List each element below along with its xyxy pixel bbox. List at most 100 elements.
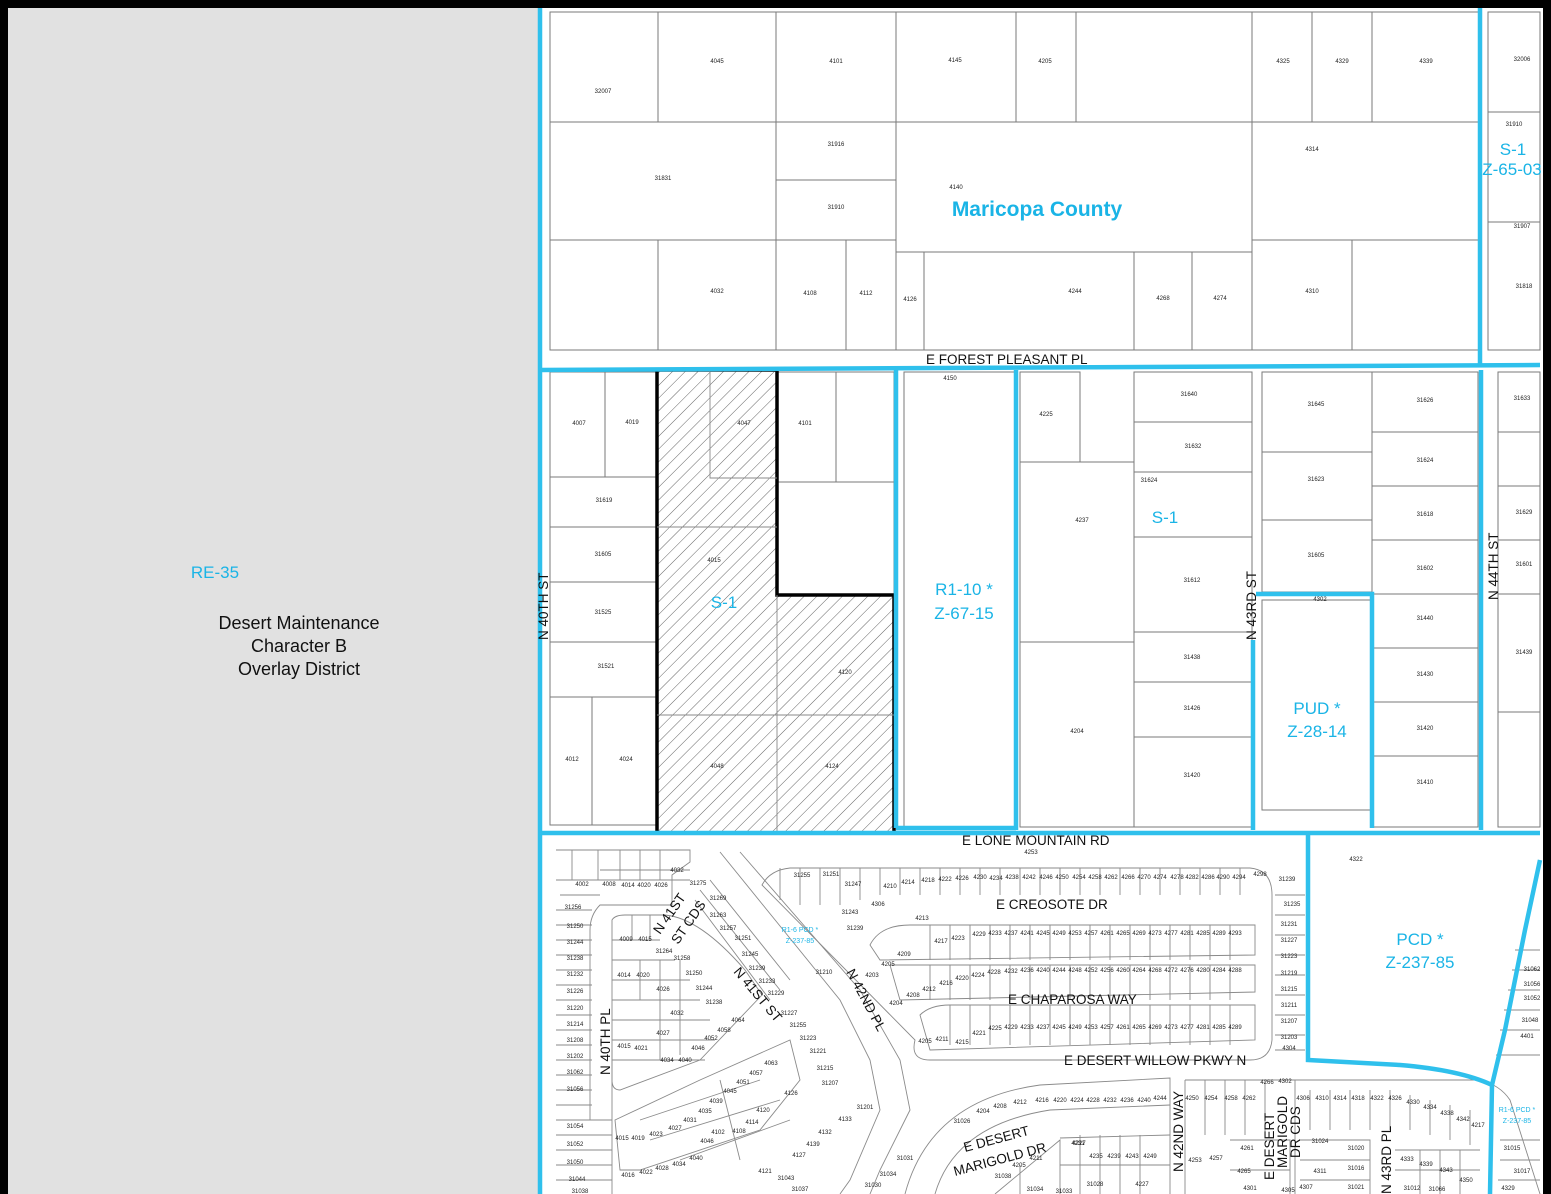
svg-text:31062: 31062: [1524, 967, 1541, 973]
r16-a-case-label: Z-237-85: [786, 938, 815, 945]
svg-text:4040: 4040: [678, 1058, 692, 1064]
svg-text:31629: 31629: [1516, 510, 1533, 516]
svg-text:4204: 4204: [976, 1109, 990, 1115]
svg-text:4285: 4285: [1212, 1025, 1226, 1031]
svg-text:4228: 4228: [987, 970, 1001, 976]
svg-text:31227: 31227: [1281, 938, 1298, 944]
svg-text:4304: 4304: [1282, 1046, 1296, 1052]
svg-text:4277: 4277: [1180, 1025, 1194, 1031]
svg-text:4260: 4260: [1116, 968, 1130, 974]
svg-text:31233: 31233: [759, 979, 776, 985]
svg-text:4270: 4270: [1137, 875, 1151, 881]
svg-text:31227: 31227: [781, 1011, 798, 1017]
svg-text:4205: 4205: [1012, 1163, 1026, 1169]
svg-text:4045: 4045: [710, 59, 724, 65]
svg-text:31624: 31624: [1141, 478, 1158, 484]
svg-text:31202: 31202: [567, 1054, 584, 1060]
svg-text:31602: 31602: [1417, 566, 1434, 572]
street-marigold-cds-line3: DR CDS: [1288, 1106, 1303, 1158]
svg-text:4240: 4240: [1137, 1098, 1151, 1104]
street-n43rd-st: N 43RD ST: [1244, 571, 1259, 640]
svg-text:4234: 4234: [989, 876, 1003, 882]
svg-text:4035: 4035: [698, 1109, 712, 1115]
street-chaparosa: E CHAPAROSA WAY: [1008, 992, 1137, 1007]
svg-text:31605: 31605: [595, 552, 612, 558]
svg-text:4112: 4112: [860, 291, 874, 297]
svg-text:31215: 31215: [817, 1066, 834, 1072]
svg-text:31420: 31420: [1417, 726, 1434, 732]
svg-text:31605: 31605: [1308, 553, 1325, 559]
svg-text:4027: 4027: [656, 1031, 670, 1037]
svg-text:31618: 31618: [1417, 512, 1434, 518]
svg-text:4007: 4007: [572, 421, 586, 427]
svg-text:4342: 4342: [1456, 1117, 1470, 1123]
svg-text:4244: 4244: [1153, 1096, 1167, 1102]
svg-text:4150: 4150: [943, 376, 957, 382]
svg-text:4046: 4046: [691, 1046, 705, 1052]
svg-text:4063: 4063: [764, 1061, 778, 1067]
svg-text:4015: 4015: [707, 558, 721, 564]
svg-text:4225: 4225: [988, 1026, 1002, 1032]
svg-text:4310: 4310: [1305, 289, 1319, 295]
svg-text:4205: 4205: [1038, 59, 1052, 65]
street-n44th-st: N 44TH ST: [1486, 532, 1501, 600]
north-parcel-numbers: 32007 4045 4101 4145 4205 4325 4329 4339…: [595, 57, 1533, 303]
svg-text:4230: 4230: [973, 875, 987, 881]
svg-text:31640: 31640: [1181, 392, 1198, 398]
svg-text:4101: 4101: [829, 59, 843, 65]
svg-text:31056: 31056: [1524, 982, 1541, 988]
svg-text:31264: 31264: [656, 949, 673, 955]
svg-text:4301: 4301: [1243, 1186, 1257, 1192]
svg-text:31056: 31056: [567, 1087, 584, 1093]
svg-text:4294: 4294: [1232, 875, 1246, 881]
svg-text:4140: 4140: [949, 185, 963, 191]
svg-text:31239: 31239: [847, 926, 864, 932]
svg-text:4243: 4243: [1125, 1154, 1139, 1160]
svg-text:32006: 32006: [1514, 57, 1531, 63]
r1-zone-label: R1-10 *: [935, 580, 993, 599]
svg-text:4227: 4227: [1135, 1182, 1149, 1188]
svg-text:4024: 4024: [619, 757, 633, 763]
svg-text:4019: 4019: [631, 1136, 645, 1142]
svg-text:31258: 31258: [674, 956, 691, 962]
svg-text:4048: 4048: [710, 764, 724, 770]
svg-text:31440: 31440: [1417, 616, 1434, 622]
svg-text:31255: 31255: [790, 1023, 807, 1029]
svg-text:4261: 4261: [1116, 1025, 1130, 1031]
svg-text:4229: 4229: [972, 932, 986, 938]
middle-parcel-numbers: 4150 4007 4019 4047 4101 4225 31640 3164…: [565, 376, 1533, 863]
svg-text:31831: 31831: [655, 176, 672, 182]
svg-text:4214: 4214: [901, 880, 915, 886]
svg-text:4124: 4124: [825, 764, 839, 770]
svg-text:31017: 31017: [1514, 1169, 1531, 1175]
svg-text:4314: 4314: [1305, 147, 1319, 153]
svg-text:4252: 4252: [1084, 968, 1098, 974]
svg-text:4145: 4145: [948, 58, 962, 64]
svg-text:4237: 4237: [1075, 518, 1089, 524]
r1-case-label: Z-67-15: [934, 604, 994, 623]
svg-text:4289: 4289: [1212, 931, 1226, 937]
svg-text:4132: 4132: [818, 1130, 832, 1136]
svg-text:4014: 4014: [617, 973, 631, 979]
svg-text:4278: 4278: [1170, 875, 1184, 881]
street-marigold-cds-line2: MARIGOLD: [1275, 1096, 1290, 1168]
svg-text:4139: 4139: [806, 1142, 820, 1148]
svg-text:4014: 4014: [621, 883, 635, 889]
svg-text:4221: 4221: [972, 1031, 986, 1037]
svg-text:4272: 4272: [1164, 968, 1178, 974]
svg-text:4339: 4339: [1419, 59, 1433, 65]
street-n40th-pl: N 40TH PL: [598, 1008, 613, 1075]
svg-text:31223: 31223: [800, 1036, 817, 1042]
svg-text:4253: 4253: [1188, 1158, 1202, 1164]
street-forest-pleasant: E FOREST PLEASANT PL: [926, 352, 1088, 367]
svg-text:4027: 4027: [668, 1126, 682, 1132]
svg-text:4334: 4334: [1423, 1105, 1437, 1111]
svg-text:4310: 4310: [1315, 1096, 1329, 1102]
svg-text:4213: 4213: [915, 916, 929, 922]
r16-b-zone-label: R1-6 PCD *: [1499, 1107, 1536, 1114]
svg-text:4016: 4016: [621, 1173, 635, 1179]
svg-text:31207: 31207: [1281, 1019, 1298, 1025]
svg-text:31269: 31269: [710, 896, 727, 902]
svg-text:31210: 31210: [816, 970, 833, 976]
